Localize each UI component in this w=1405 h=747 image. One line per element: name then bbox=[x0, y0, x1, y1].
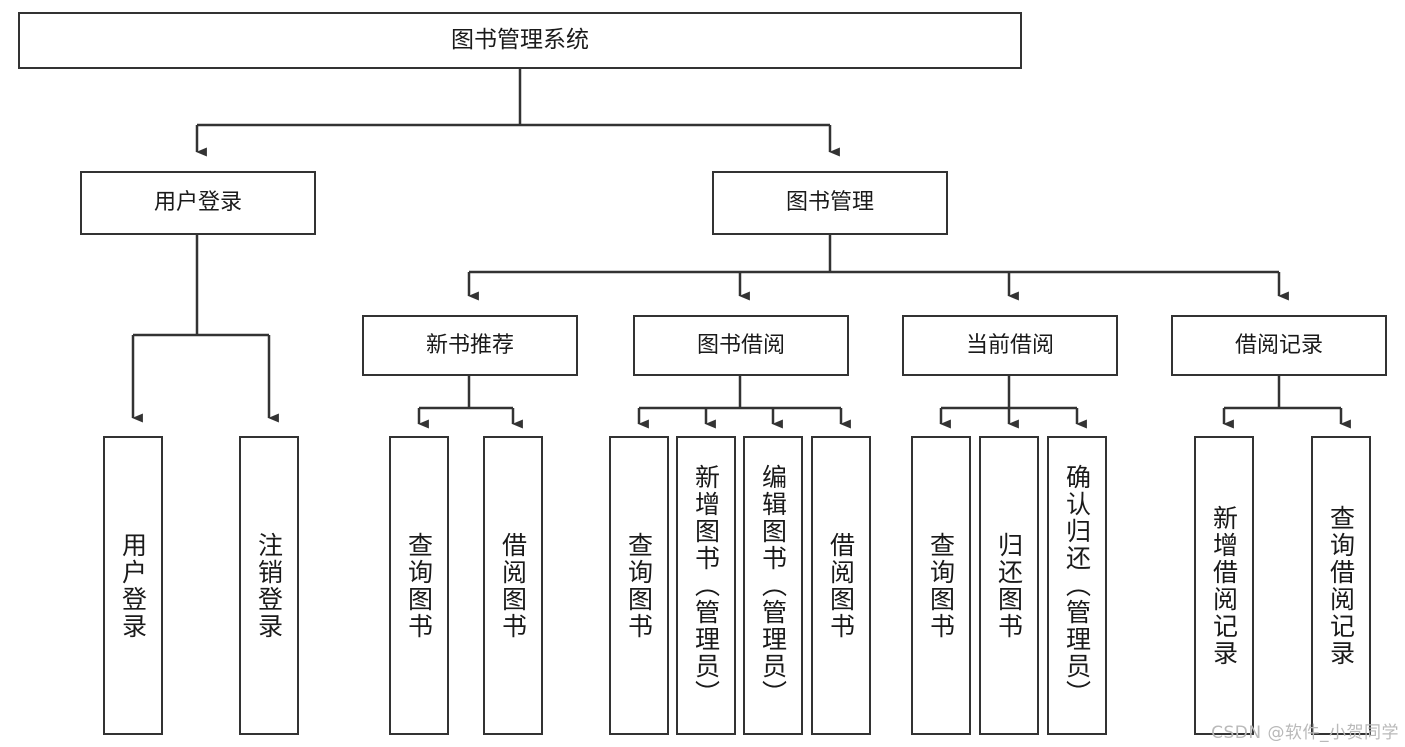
leaf-user-login-2[interactable]: 注销登录 bbox=[239, 436, 299, 735]
leaf-book-borrow-4-label: 借阅图书 bbox=[826, 531, 856, 640]
leaf-book-borrow-2[interactable]: 新增图书（管理员） bbox=[676, 436, 736, 735]
node-book-management-label: 图书管理 bbox=[785, 190, 874, 216]
leaf-current-borrow-3-label: 确认归还（管理员） bbox=[1062, 464, 1092, 707]
leaf-user-login-1[interactable]: 用户登录 bbox=[103, 436, 163, 735]
node-new-book-recommend-label: 新书推荐 bbox=[425, 332, 514, 358]
leaf-borrow-record-1[interactable]: 新增借阅记录 bbox=[1194, 436, 1254, 735]
leaf-current-borrow-1-label: 查询图书 bbox=[926, 531, 956, 640]
node-root-system[interactable]: 图书管理系统 bbox=[18, 12, 1022, 69]
leaf-book-borrow-1[interactable]: 查询图书 bbox=[609, 436, 669, 735]
leaf-book-borrow-3[interactable]: 编辑图书（管理员） bbox=[743, 436, 803, 735]
leaf-book-borrow-3-label: 编辑图书（管理员） bbox=[758, 464, 788, 707]
leaf-current-borrow-3[interactable]: 确认归还（管理员） bbox=[1047, 436, 1107, 735]
node-book-borrow[interactable]: 图书借阅 bbox=[633, 315, 849, 376]
node-user-login[interactable]: 用户登录 bbox=[80, 171, 316, 235]
leaf-new-book-2[interactable]: 借阅图书 bbox=[483, 436, 543, 735]
node-book-borrow-label: 图书借阅 bbox=[696, 332, 785, 358]
leaf-new-book-1-label: 查询图书 bbox=[404, 531, 434, 640]
node-book-management[interactable]: 图书管理 bbox=[712, 171, 948, 235]
node-current-borrow[interactable]: 当前借阅 bbox=[902, 315, 1118, 376]
node-new-book-recommend[interactable]: 新书推荐 bbox=[362, 315, 578, 376]
leaf-user-login-1-label: 用户登录 bbox=[118, 531, 148, 640]
node-borrow-record-label: 借阅记录 bbox=[1234, 332, 1323, 358]
leaf-current-borrow-1[interactable]: 查询图书 bbox=[911, 436, 971, 735]
leaf-book-borrow-4[interactable]: 借阅图书 bbox=[811, 436, 871, 735]
leaf-book-borrow-1-label: 查询图书 bbox=[624, 531, 654, 640]
leaf-new-book-2-label: 借阅图书 bbox=[498, 531, 528, 640]
leaf-book-borrow-2-label: 新增图书（管理员） bbox=[691, 464, 721, 707]
node-current-borrow-label: 当前借阅 bbox=[965, 332, 1054, 358]
node-root-label: 图书管理系统 bbox=[451, 26, 589, 53]
leaf-borrow-record-2[interactable]: 查询借阅记录 bbox=[1311, 436, 1371, 735]
leaf-current-borrow-2[interactable]: 归还图书 bbox=[979, 436, 1039, 735]
leaf-borrow-record-2-label: 查询借阅记录 bbox=[1326, 504, 1356, 667]
leaf-new-book-1[interactable]: 查询图书 bbox=[389, 436, 449, 735]
node-borrow-record[interactable]: 借阅记录 bbox=[1171, 315, 1387, 376]
leaf-borrow-record-1-label: 新增借阅记录 bbox=[1209, 504, 1239, 667]
leaf-user-login-2-label: 注销登录 bbox=[254, 531, 284, 640]
leaf-current-borrow-2-label: 归还图书 bbox=[994, 531, 1024, 640]
node-user-login-label: 用户登录 bbox=[153, 190, 242, 216]
